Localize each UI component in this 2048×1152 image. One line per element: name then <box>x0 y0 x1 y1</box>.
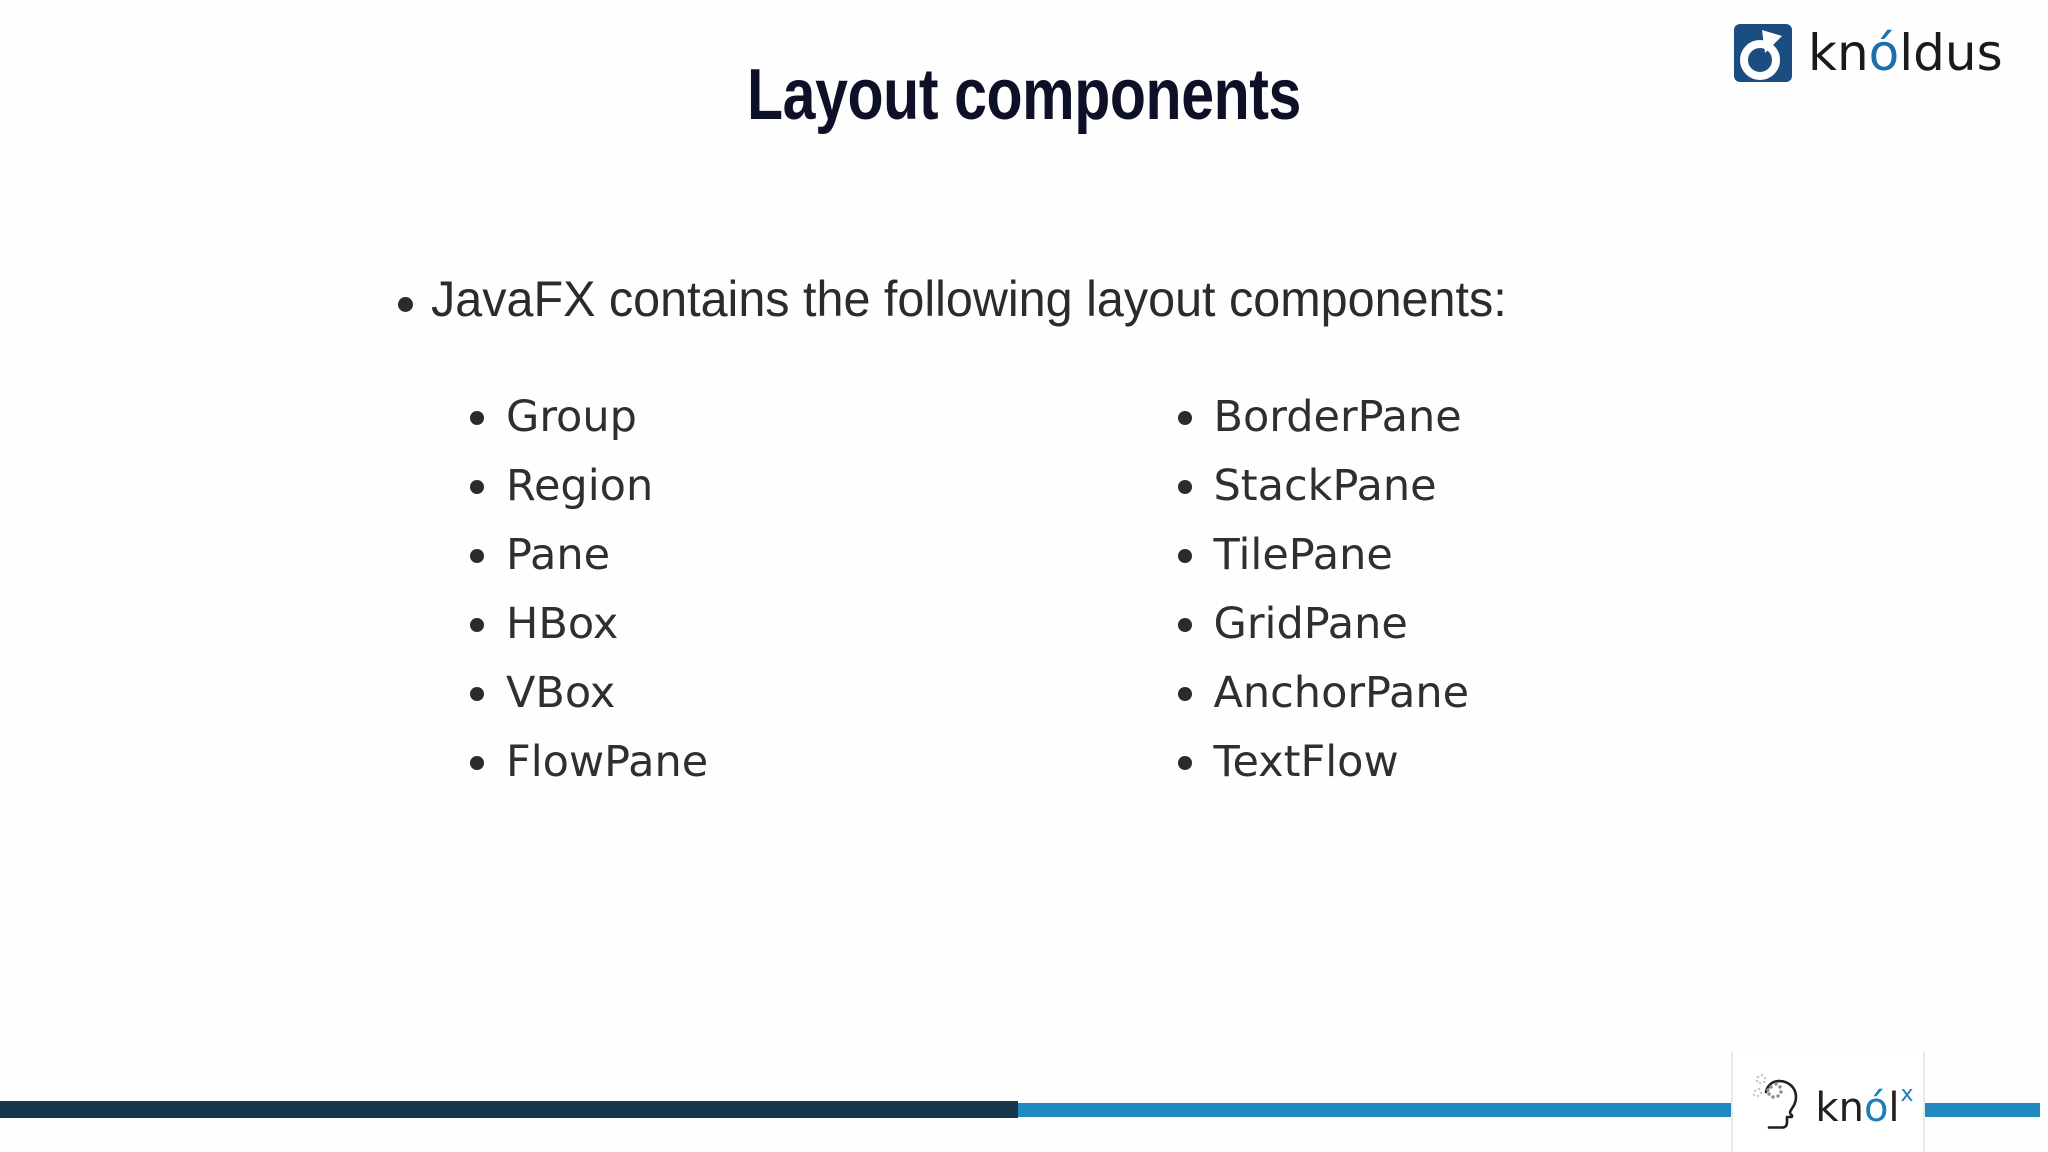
bullet-dot-icon <box>1177 686 1192 701</box>
list-item-label: Region <box>506 461 654 511</box>
bullet-dot-icon <box>470 410 484 425</box>
bullet-dot-icon <box>470 617 484 632</box>
list-item-label: TextFlow <box>1213 737 1399 787</box>
list-item-label: HBox <box>506 599 619 649</box>
lead-bullet-label: JavaFX contains the following layout com… <box>431 271 1507 327</box>
list-item: HBox <box>470 590 1083 659</box>
bullet-dot-icon <box>398 297 413 312</box>
list-item-label: GridPane <box>1213 599 1408 649</box>
knolx-word-part2: l <box>1888 1085 1900 1131</box>
page-title: Layout components <box>747 55 1301 135</box>
list-item-label: FlowPane <box>506 737 709 787</box>
list-item: StackPane <box>1177 452 1791 521</box>
knolx-word-accent: ó <box>1863 1085 1889 1131</box>
knoldus-mark-icon <box>1732 22 1794 84</box>
list-item: TextFlow <box>1177 728 1791 797</box>
list-item: VBox <box>470 659 1083 728</box>
list-item: AnchorPane <box>1177 659 1791 728</box>
knolx-word-part1: kn <box>1815 1085 1864 1131</box>
list-item-label: Pane <box>506 530 611 580</box>
knoldus-word-part2: ldus <box>1899 24 2003 82</box>
knoldus-word-accent: ó <box>1868 24 1900 82</box>
list-item: FlowPane <box>470 728 1083 797</box>
knolx-superscript: x <box>1900 1082 1914 1107</box>
bullet-dot-icon <box>1177 548 1192 563</box>
list-item-label: VBox <box>506 668 616 718</box>
bullet-dot-icon <box>1177 617 1192 632</box>
bullet-dot-icon <box>470 479 484 494</box>
bullet-dot-icon <box>470 548 484 563</box>
layout-components-list: Group Region Pane HBox VBox FlowPane <box>470 383 1790 797</box>
bullet-dot-icon <box>1177 410 1192 425</box>
lead-bullet-item: JavaFX contains the following layout com… <box>398 272 1540 327</box>
left-column: Group Region Pane HBox VBox FlowPane <box>470 383 1083 797</box>
list-item: GridPane <box>1177 590 1791 659</box>
list-item: BorderPane <box>1177 383 1791 452</box>
list-item-label: StackPane <box>1213 461 1437 511</box>
list-item: TilePane <box>1177 521 1791 590</box>
bullet-dot-icon <box>1177 479 1192 494</box>
knolx-head-icon <box>1749 1067 1811 1133</box>
footer-bar-dark <box>0 1101 1018 1118</box>
list-item: Group <box>470 383 1083 452</box>
bullet-dot-icon <box>1177 755 1192 770</box>
bullet-dot-icon <box>470 686 484 701</box>
list-item-label: BorderPane <box>1213 392 1462 442</box>
list-item-label: TilePane <box>1213 530 1393 580</box>
right-column: BorderPane StackPane TilePane GridPane A… <box>1177 383 1791 797</box>
list-item: Pane <box>470 521 1083 590</box>
knoldus-word-part1: kn <box>1808 24 1869 82</box>
list-item-label: AnchorPane <box>1213 668 1470 718</box>
bullet-dot-icon <box>470 755 484 770</box>
list-item: Region <box>470 452 1083 521</box>
list-item-label: Group <box>506 392 637 442</box>
